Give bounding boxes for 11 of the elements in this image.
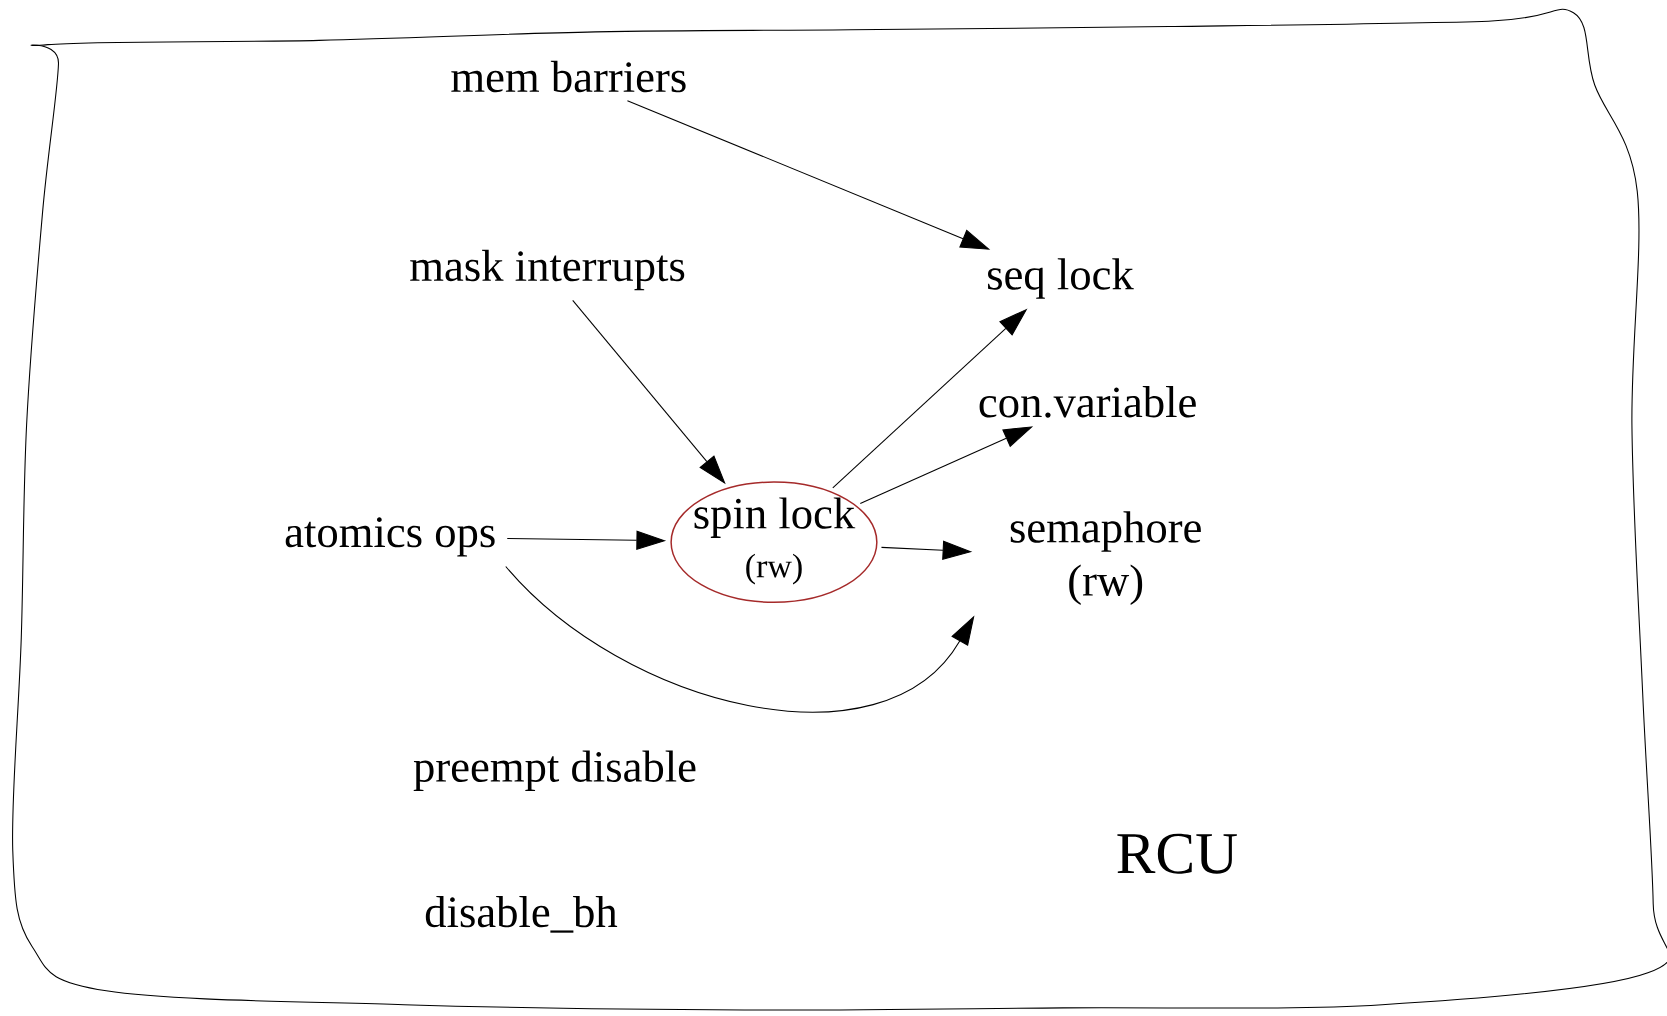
- node-label: con.variable: [979, 385, 1196, 418]
- text-label: preempt disable: [413, 750, 696, 791]
- spin-lock-loop: spin lock (rw): [670, 481, 878, 603]
- text-label: disable_bh: [425, 895, 618, 933]
- node-label: mask interrupts: [410, 249, 685, 291]
- node-label: semaphore (rw): [1010, 511, 1201, 605]
- node-label: seq lock: [988, 258, 1134, 299]
- node-label: atomics ops: [285, 517, 495, 557]
- arrow: [505, 565, 975, 712]
- node-label: mem barriers: [451, 60, 686, 93]
- text-label: RCU: [1117, 833, 1237, 874]
